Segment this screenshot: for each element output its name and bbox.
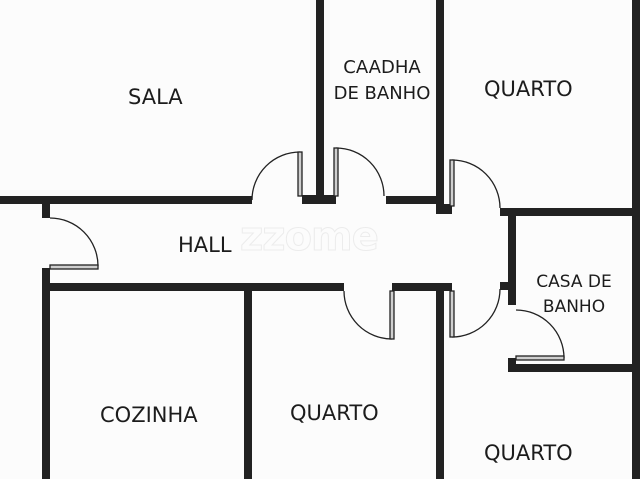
wall-quarto-top-stub (436, 204, 452, 214)
room-label-casa-de-banho-top: CAADHA DE BANHO (330, 57, 434, 105)
wall-hall-bottom-mid (392, 283, 452, 291)
room-label-line1: CASA DE (536, 272, 612, 292)
room-label-cozinha: COZINHA (100, 403, 198, 427)
door-sala-arc (251, 151, 301, 201)
door-entry-arc (49, 217, 99, 267)
room-label-sala: SALA (128, 85, 183, 109)
wall-sala-bottom (0, 196, 252, 204)
room-label-line2: DE BANHO (333, 82, 431, 104)
wall-hall-left-upper (42, 204, 50, 218)
door-sala-leaf (297, 151, 303, 197)
wall-hall-left-lower (42, 268, 50, 479)
wall-bath-top-bottom (386, 196, 442, 204)
room-label-line2: BANHO (542, 297, 606, 318)
wall-bath-top-left (316, 0, 324, 204)
wall-bath-right-left (508, 208, 516, 305)
room-label-quarto-top: QUARTO (484, 77, 573, 101)
wall-quarto-top-left (436, 0, 444, 214)
wall-quarto-mid-right (436, 290, 444, 479)
door-quarto-br-leaf (449, 290, 455, 338)
room-label-quarto-mid: QUARTO (290, 401, 379, 425)
door-bath-top-arc (335, 147, 385, 197)
door-quarto-top-leaf (449, 159, 455, 207)
door-bath-right-arc (515, 309, 565, 359)
door-quarto-mid-arc (343, 290, 393, 340)
wall-bath-right-bottom (508, 364, 640, 372)
room-label-quarto-bottom-right: QUARTO (484, 441, 573, 465)
watermark-logo: zzome (240, 214, 380, 261)
wall-quarto-top-bottom (500, 208, 640, 216)
wall-bath-right-stub (500, 282, 516, 290)
door-bath-top-leaf (333, 147, 339, 197)
door-quarto-br-arc (451, 288, 501, 338)
door-quarto-top-arc (451, 159, 501, 209)
door-bath-right-leaf (515, 355, 565, 361)
doors (49, 147, 565, 361)
wall-cozinha-right (244, 290, 252, 479)
wall-bath-top-left-stub (302, 195, 336, 204)
wall-hall-bottom (42, 283, 344, 291)
room-label-hall: HALL (178, 233, 232, 257)
door-quarto-mid-leaf (389, 290, 395, 340)
door-entry-leaf (49, 264, 99, 270)
room-label-casa-de-banho-right: CASA DE BANHO (524, 272, 624, 319)
room-label-line1: CAADHA (343, 57, 421, 78)
wall-right-outer (632, 0, 640, 479)
